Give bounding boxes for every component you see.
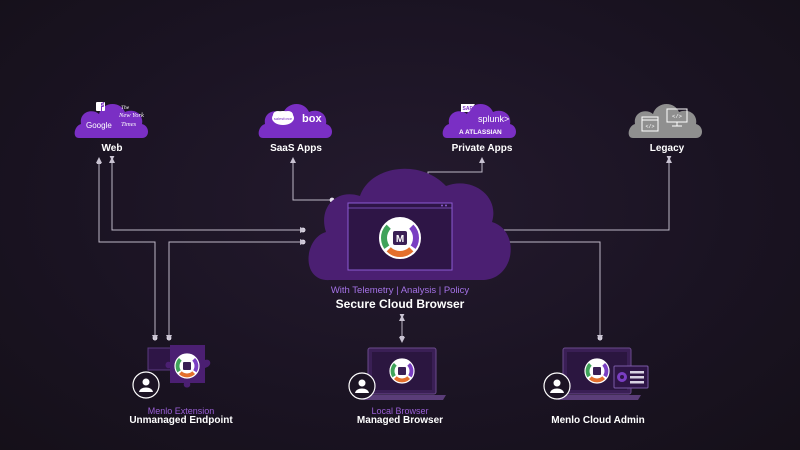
- admin-label: Menlo Cloud Admin: [551, 415, 645, 426]
- managed-label: Managed Browser: [356, 415, 444, 426]
- connector-endpoint-inner: [168, 241, 303, 338]
- box-logo: box: [302, 113, 322, 125]
- connector-lines: [96, 155, 672, 341]
- nyt-logo-line1: The: [121, 105, 130, 111]
- laptop-base: [555, 395, 641, 400]
- connector-web-outer: [96, 159, 156, 338]
- window-code-icon: </>: [641, 116, 659, 132]
- nyt-logo-line3: Times: [121, 121, 137, 128]
- laptop-base: [360, 395, 446, 400]
- monitor-code-icon: </>: [666, 108, 688, 127]
- cloud-label-private: Private Apps: [451, 143, 513, 154]
- cloud-legacy[interactable]: [628, 103, 702, 138]
- admin-settings-panel: [613, 365, 649, 389]
- connector-web-inner: [109, 155, 303, 231]
- menlo-logo-letter: M: [396, 234, 404, 245]
- user-avatar-icon: [132, 371, 160, 399]
- user-avatar-icon: [348, 372, 376, 400]
- salesforce-icon: salesforce: [272, 111, 294, 125]
- unmanaged-label: Unmanaged Endpoint: [129, 415, 233, 426]
- cloud-web[interactable]: [74, 103, 148, 138]
- svg-text:</>: </>: [645, 124, 654, 130]
- splunk-logo: splunk>: [478, 114, 509, 124]
- secure-cloud-browser[interactable]: M: [308, 168, 511, 281]
- cloud-private[interactable]: [442, 103, 516, 138]
- facebook-icon: [96, 102, 105, 111]
- gear-icon: [617, 372, 627, 382]
- secure-cloud-browser-title: Secure Cloud Browser: [335, 297, 465, 311]
- managed-sublabel: Local Browser: [371, 406, 429, 416]
- nyt-logo-line2: New York: [118, 112, 144, 119]
- managed-browser[interactable]: [348, 347, 446, 400]
- unmanaged-endpoint[interactable]: [132, 345, 211, 399]
- menlo-logo: M: [379, 217, 421, 259]
- connector-legacy: [497, 155, 672, 231]
- telemetry-caption: With Telemetry | Analysis | Policy: [330, 285, 470, 296]
- svg-text:salesforce: salesforce: [274, 116, 293, 121]
- svg-text:SAP: SAP: [463, 106, 474, 112]
- cloud-label-legacy: Legacy: [649, 143, 685, 154]
- cloud-label-saas: SaaS Apps: [270, 143, 322, 154]
- user-avatar-icon: [543, 372, 571, 400]
- connector-admin: [497, 241, 601, 338]
- menlo-cloud-admin[interactable]: [543, 347, 649, 400]
- google-logo: Google: [86, 121, 112, 130]
- connector-saas: [292, 160, 332, 201]
- sap-logo: SAP: [461, 104, 475, 112]
- svg-text:</>: </>: [672, 113, 682, 120]
- atlassian-logo: A ATLASSIAN: [459, 129, 502, 136]
- unmanaged-sublabel: Menlo Extension: [147, 406, 215, 416]
- cloud-label-web: Web: [101, 143, 123, 154]
